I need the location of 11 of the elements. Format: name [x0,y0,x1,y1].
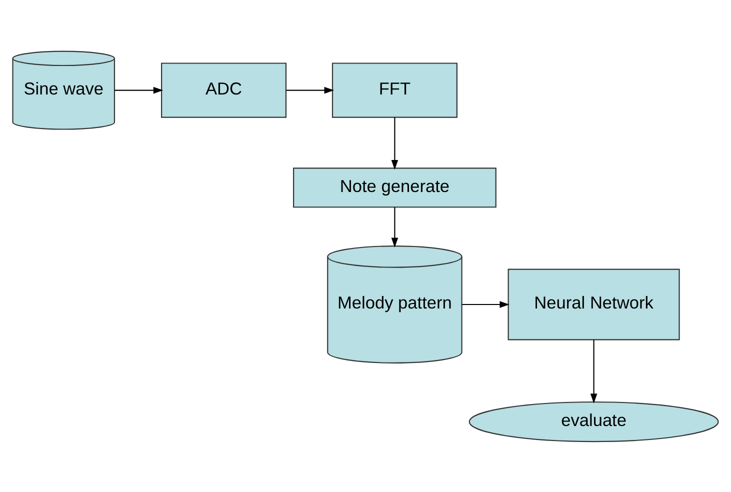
arrow [391,116,398,170]
arrow [391,206,398,247]
arrow [286,86,334,94]
node-box: Neural Network [508,268,680,340]
node-ellipse: evaluate [468,400,719,442]
node-box: FFT [332,62,458,118]
node-box: ADC [161,62,287,118]
arrow [462,300,510,308]
arrow [114,86,164,94]
arrow [590,339,598,403]
node-box: Note generate [293,167,496,208]
